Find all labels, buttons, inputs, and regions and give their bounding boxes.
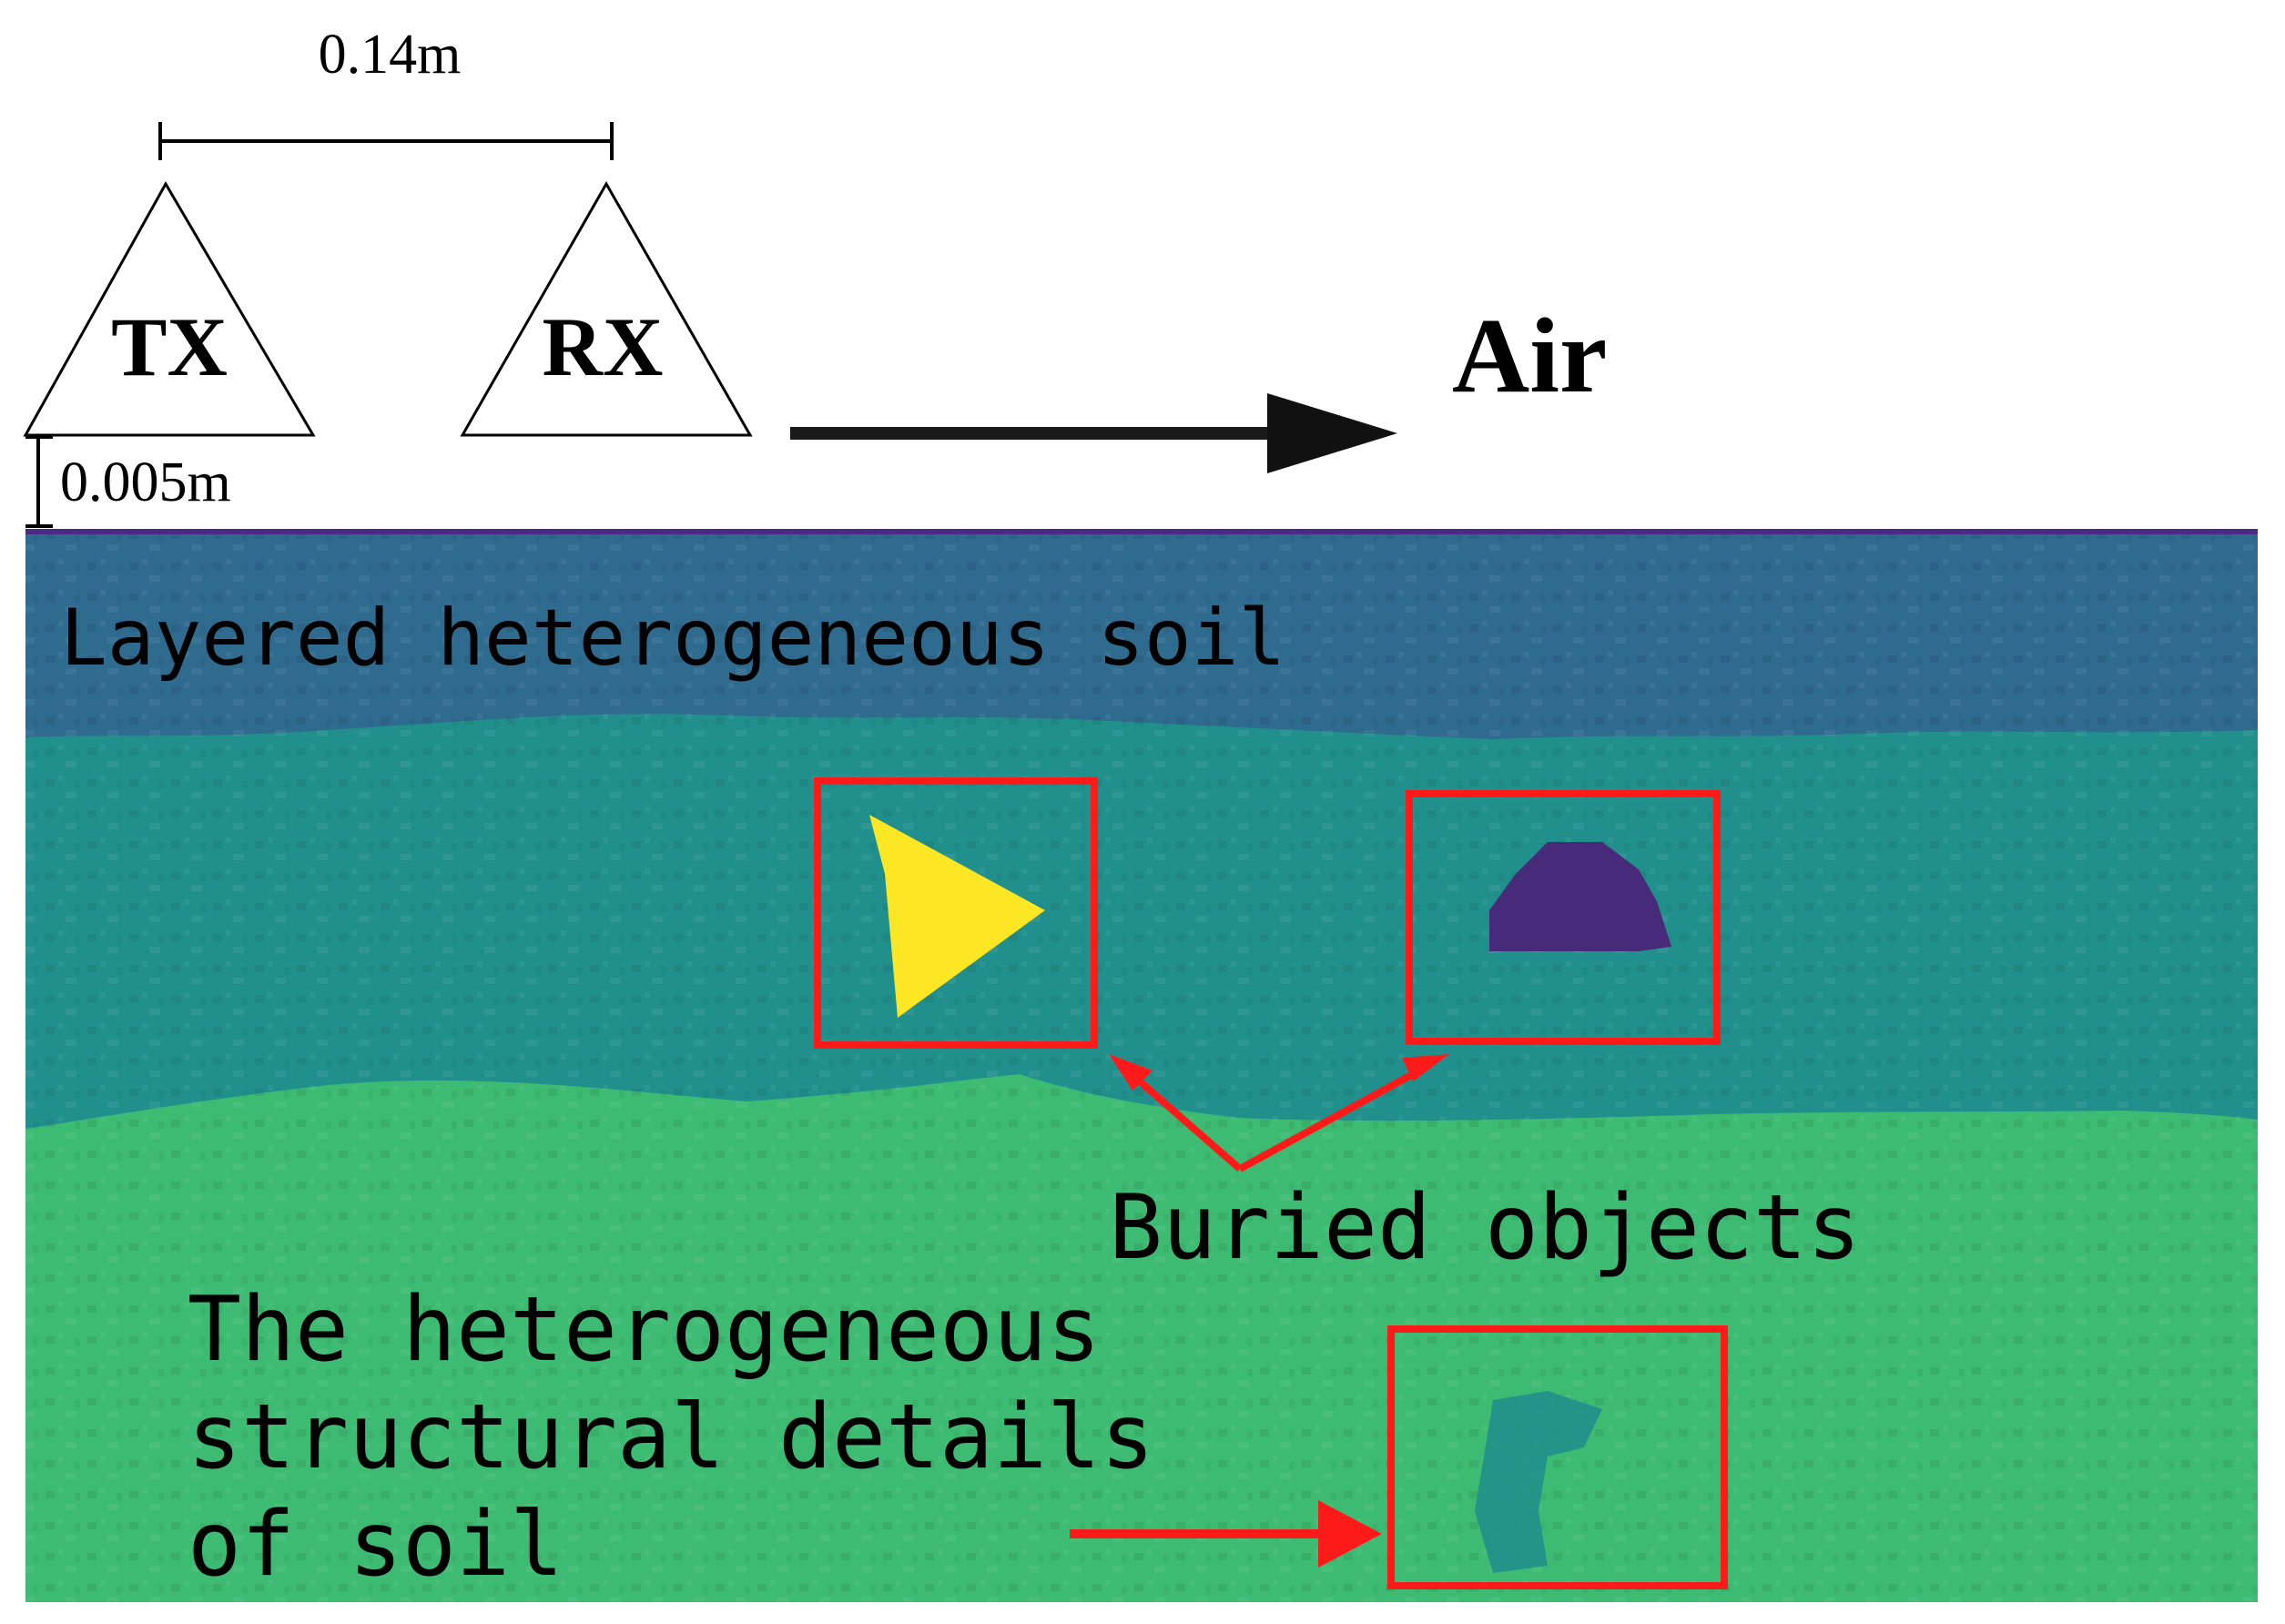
tx-antenna: TX xyxy=(23,180,316,437)
structural-detail-patch xyxy=(1475,1391,1602,1573)
soil-layer-label: Layered heterogeneous soil xyxy=(60,593,1285,684)
spacing-label: 0.14m xyxy=(319,24,462,86)
rx-label: RX xyxy=(543,300,664,393)
dome-object xyxy=(1489,842,1671,951)
tx-label: TX xyxy=(111,300,228,393)
details-label-line1: The heterogeneous xyxy=(188,1278,1101,1382)
scan-direction-arrow xyxy=(790,393,1397,473)
highlight-box-dome xyxy=(1406,790,1721,1045)
highlight-box-triangle xyxy=(814,777,1098,1049)
rx-triangle xyxy=(460,180,753,437)
structural-details-callout xyxy=(1070,1325,1728,1589)
buried-objects-label: Buried objects xyxy=(1109,1176,1861,1280)
soil-region xyxy=(25,529,2258,1602)
height-label: 0.005m xyxy=(60,452,231,513)
details-label-line3: of soil xyxy=(188,1493,564,1597)
height-dimension: 0.005m xyxy=(25,435,231,528)
triangle-object xyxy=(869,815,1045,1018)
air-label: Air xyxy=(1452,296,1607,415)
buried-object-triangle xyxy=(814,777,1098,1049)
buried-objects-arrows xyxy=(1109,1054,1449,1172)
highlight-box-structure xyxy=(1387,1325,1728,1589)
spacing-dimension: 0.14m xyxy=(158,24,614,160)
rx-antenna: RX xyxy=(460,180,753,437)
tx-triangle xyxy=(23,180,316,437)
details-label-line2: structural details xyxy=(188,1385,1154,1489)
buried-object-dome xyxy=(1406,790,1721,1045)
